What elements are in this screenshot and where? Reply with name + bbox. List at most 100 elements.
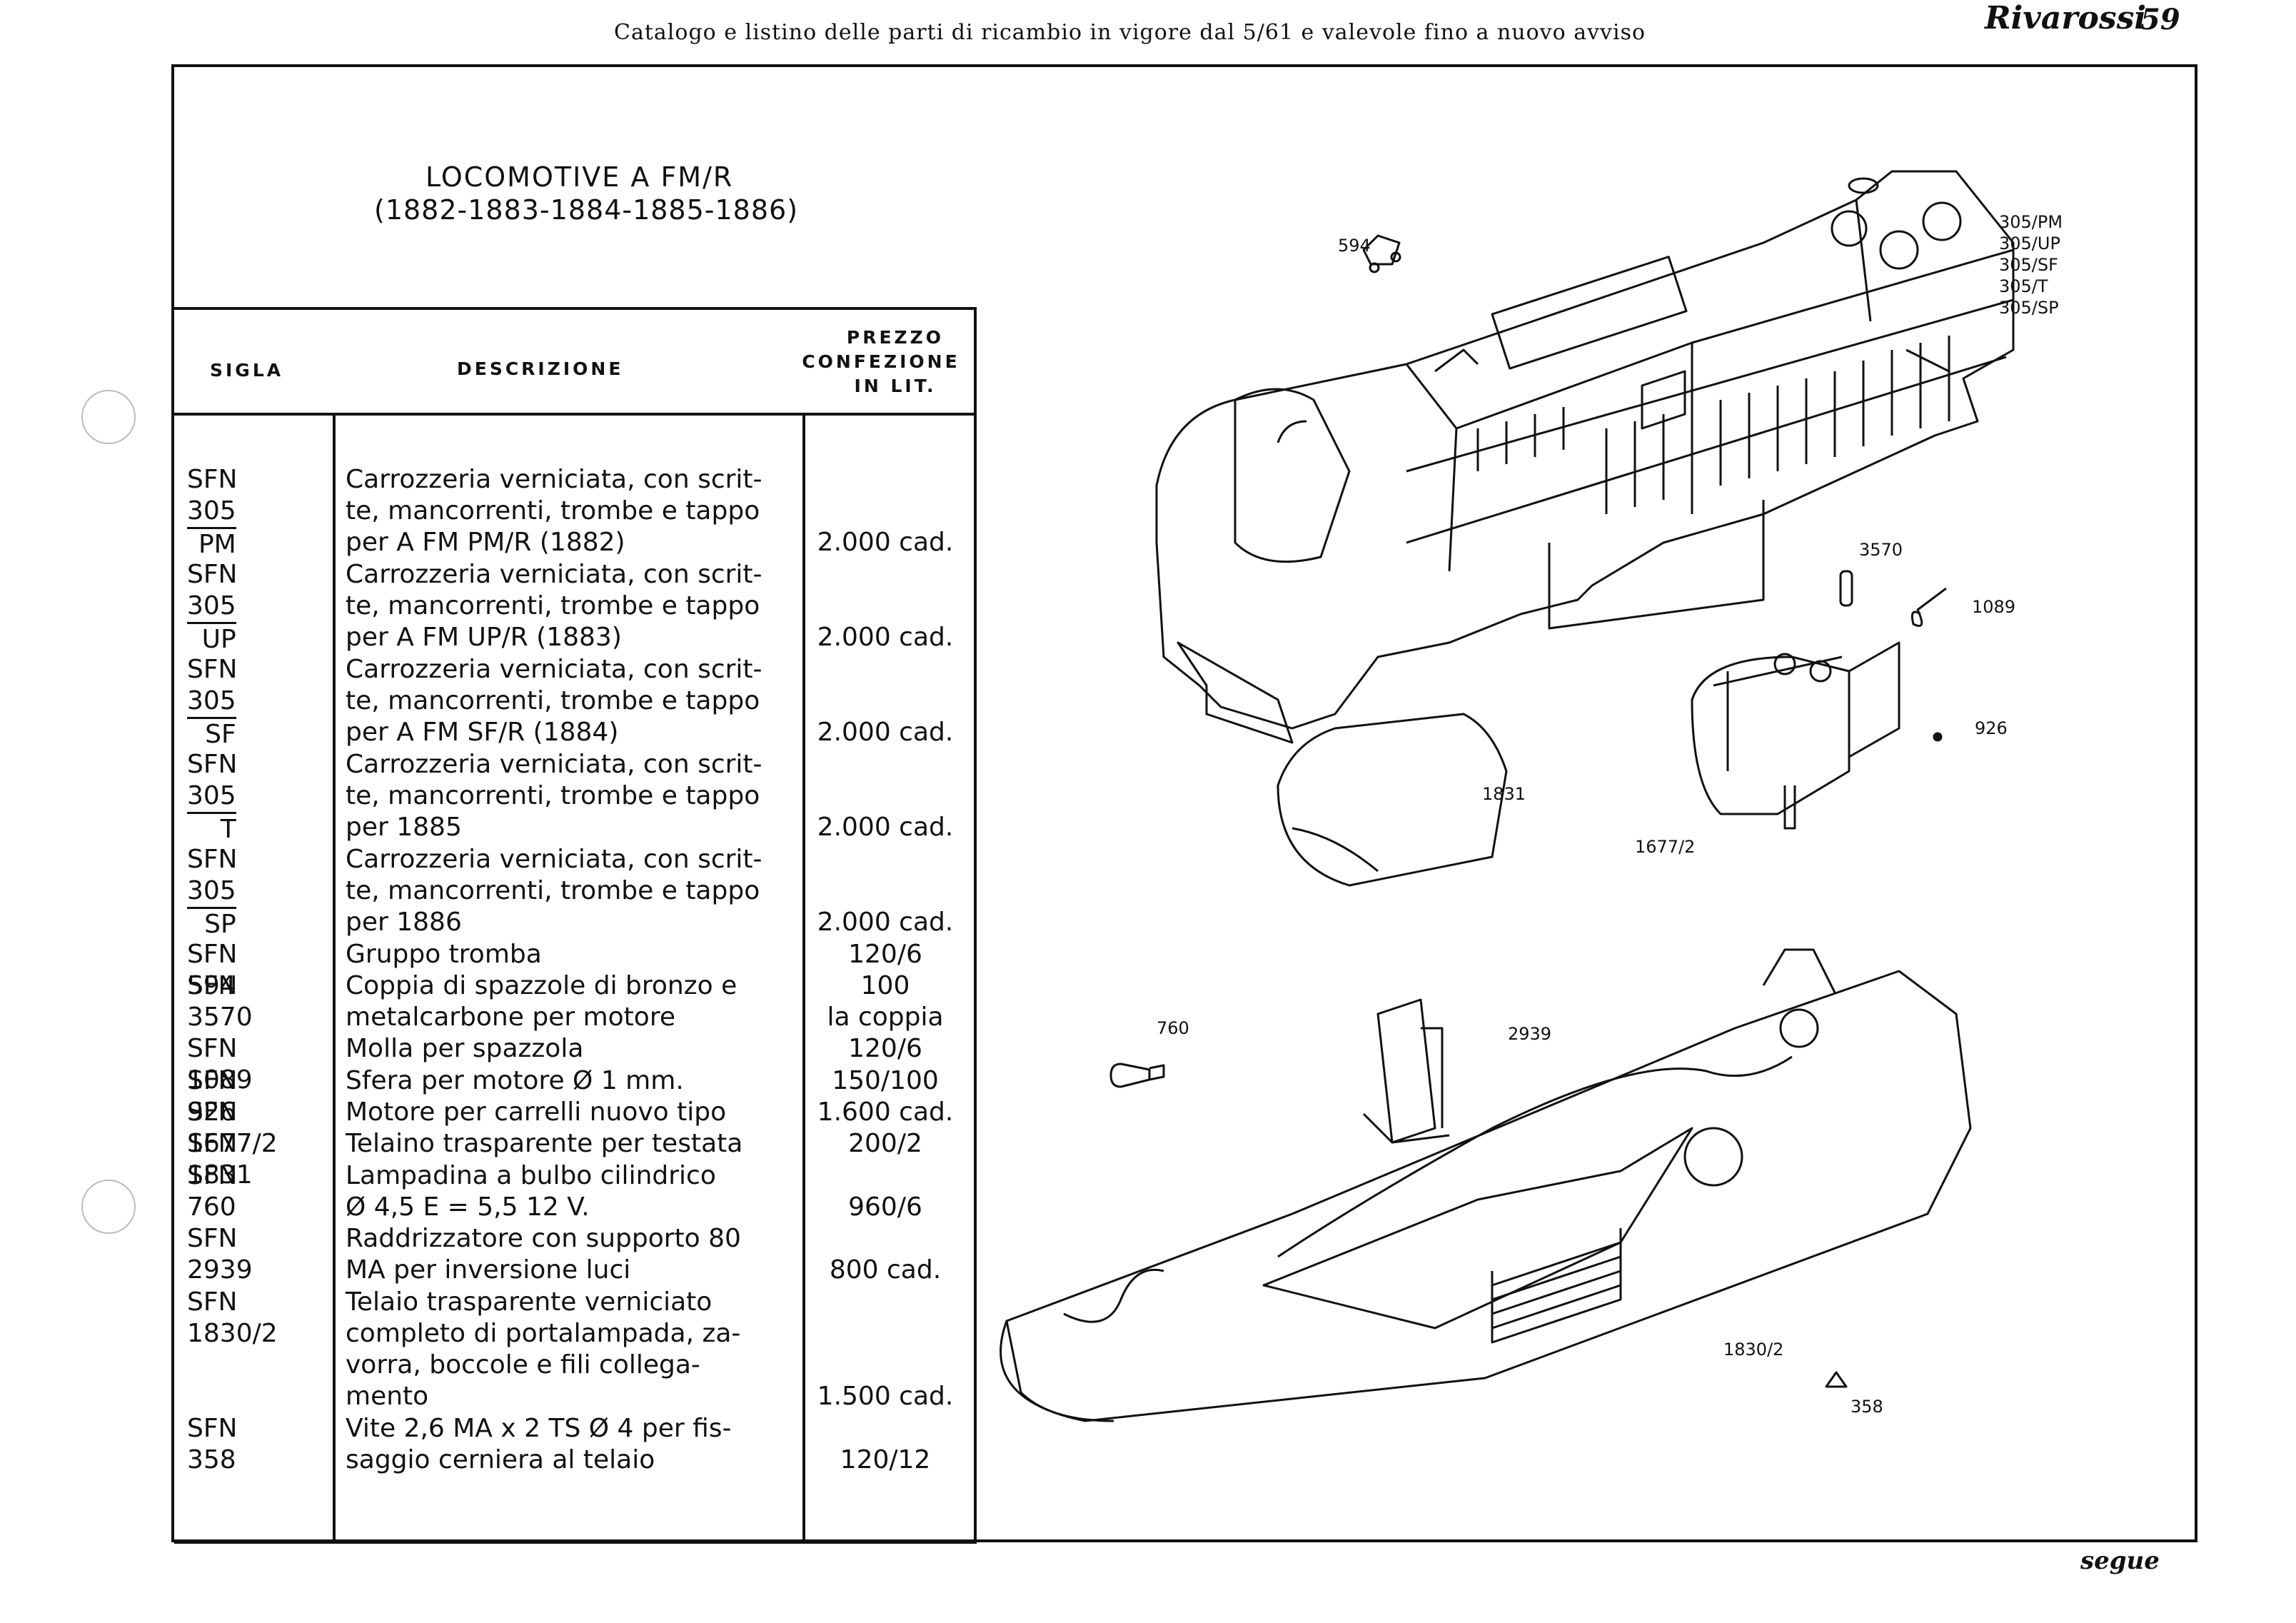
header-prezzo: PREZZO [846,327,945,348]
price-line [814,1160,957,1192]
part-number: 305 [187,685,236,719]
part-price: 120/6 [814,1033,957,1065]
ball-part-drawing [1933,732,1943,742]
part-number: 2939 [187,1255,253,1285]
label-1830-2: 1830/2 [1723,1340,1784,1360]
part-prefix: SFN [187,1160,238,1190]
binder-hole-bottom [81,1180,136,1234]
part-number: 305 [187,780,236,814]
part-description: Carrozzeria verniciata, con scrit-te, ma… [346,464,795,558]
description-line: per 1886 [346,907,462,937]
label-305-sp: 305/SP [1999,298,2059,318]
price-line: 1.500 cad. [817,1381,954,1411]
description-line: te, mancorrenti, trombe e tappo [346,685,760,715]
brush-part-drawing [1839,570,1853,607]
part-number: 3570 [187,1002,253,1032]
description-line: vorra, boccole e fili collega- [346,1350,700,1380]
description-line: Sfera per motore Ø 1 mm. [346,1065,684,1095]
label-1089: 1089 [1972,597,2016,617]
chassis-frame-part-drawing [1000,948,1972,1422]
part-prefix: SFN [187,844,238,874]
description-line: Telaio trasparente verniciato [346,1287,713,1317]
description-line: saggio cerniera al telaio [346,1445,655,1474]
part-price: 2.000 cad. [814,844,957,938]
price-line [814,1287,957,1318]
continued-note: segue [2080,1547,2160,1575]
description-line: Carrozzeria verniciata, con scrit- [346,654,762,684]
description-line: te, mancorrenti, trombe e tappo [346,780,760,810]
label-305-group: 305/PM 305/UP 305/SF 305/T 305/SP [1999,211,2063,318]
part-number: 305 [187,591,236,624]
part-code: SFN 2939 [187,1223,253,1286]
motor-part-drawing [1691,641,1900,830]
part-number: 1831 [187,1160,253,1190]
price-line [814,591,957,622]
part-description: Carrozzeria verniciata, con scrit-te, ma… [346,844,795,938]
page-subtitle: (1882-1883-1884-1885-1886) [374,194,799,226]
part-price: 2.000 cad. [814,559,957,653]
part-code: SFN 926 [187,1065,238,1128]
label-760: 760 [1157,1018,1189,1038]
part-number: 926 [187,1097,236,1127]
part-description: Carrozzeria verniciata, con scrit-te, ma… [346,749,795,843]
description-line: Raddrizzatore con supporto 80 [346,1224,741,1254]
price-line: 800 cad. [829,1255,942,1285]
price-line: 120/6 [848,1034,922,1064]
part-description: Motore per carrelli nuovo tipo [346,1097,795,1128]
label-2939: 2939 [1508,1024,1552,1044]
part-price: 150/100 [814,1065,957,1097]
price-line [814,464,957,496]
part-number: 760 [187,1192,236,1222]
header-sigla: SIGLA [210,360,284,381]
part-description: Telaino trasparente per testata [346,1128,795,1160]
parts-table: SIGLA DESCRIZIONE PREZZO CONFEZIONE IN L… [174,307,977,1544]
part-variant: SF [205,719,236,749]
description-line: per A FM UP/R (1883) [346,622,622,652]
description-line: completo di portalampada, za- [346,1318,741,1348]
label-594: 594 [1338,236,1371,256]
spring-part-drawing [1910,587,1947,627]
description-line: Gruppo tromba [346,939,542,969]
price-line [814,1223,957,1255]
part-price: 2.000 cad. [814,464,957,558]
description-line: Carrozzeria verniciata, con scrit- [346,749,762,779]
part-prefix: SFN [187,1224,238,1254]
part-variant: T [220,814,236,844]
description-line: per 1885 [346,812,462,842]
part-prefix: SFN [187,1129,238,1159]
part-prefix: SFN [187,1097,238,1127]
price-line [814,559,957,591]
label-305-pm: 305/PM [1999,212,2063,232]
header-in-lit: IN LIT. [854,376,937,396]
page-number: 59 [2140,3,2180,36]
part-number: 1830/2 [187,1318,278,1348]
locomotive-body-drawing [1155,170,2015,744]
brand-logo: Rivarossi [1985,0,2147,36]
label-305-t: 305/T [1999,276,2048,296]
part-price: 120/6 [814,939,957,970]
price-line [814,654,957,685]
price-line: 2.000 cad. [817,528,954,557]
catalog-header: Catalogo e listino delle parti di ricamb… [614,20,1646,45]
part-description: Carrozzeria verniciata, con scrit-te, ma… [346,559,795,653]
part-prefix: SFN [187,1065,238,1095]
part-description: Molla per spazzola [346,1033,795,1065]
price-line [814,875,957,907]
part-code: SFN 1830/2 [187,1287,278,1350]
description-line: Carrozzeria verniciata, con scrit- [346,465,762,494]
price-line [814,1350,957,1381]
description-line: te, mancorrenti, trombe e tappo [346,875,760,905]
part-prefix: SFN [187,465,238,494]
description-line: per A FM PM/R (1882) [346,528,625,557]
part-prefix: SFN [187,970,238,1000]
price-line: 150/100 [832,1065,939,1095]
